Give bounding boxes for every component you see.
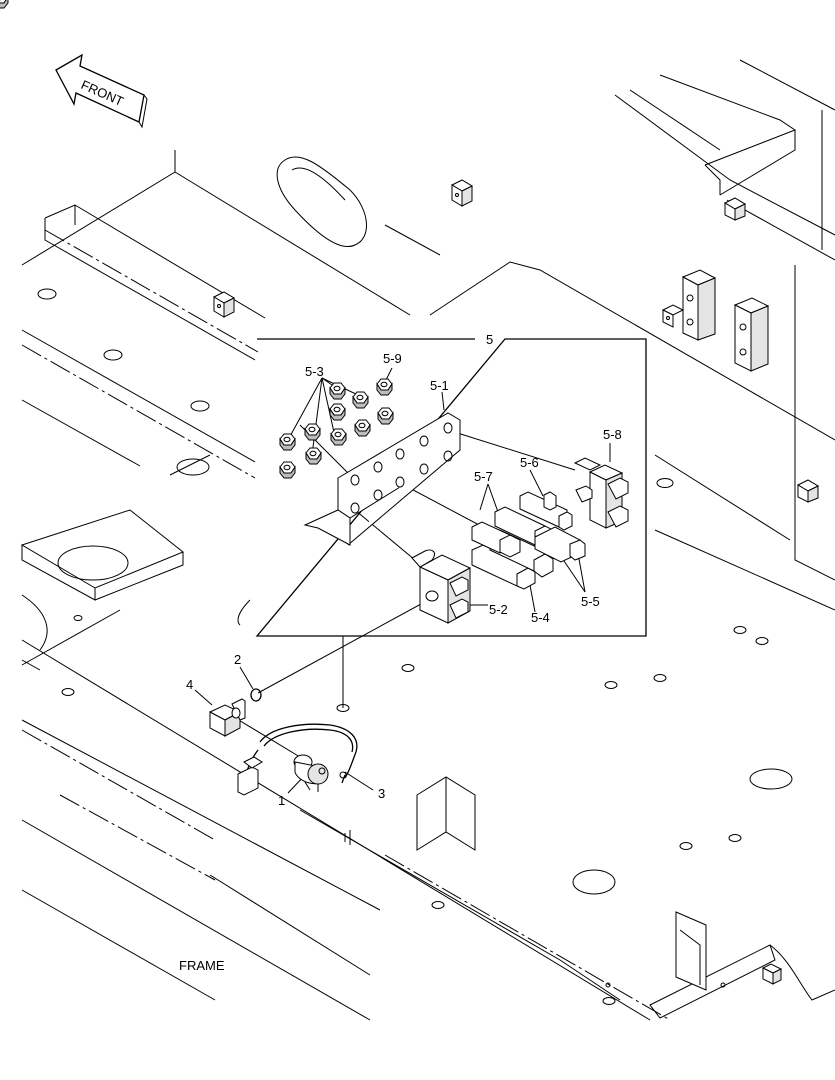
callout-2: 2: [234, 652, 241, 667]
callout-1: 1: [278, 793, 285, 808]
callout-5-5: 5-5: [581, 594, 600, 609]
leader-lines: [194, 367, 611, 794]
callout-5-3: 5-3: [305, 364, 324, 379]
bolt-block-top: [450, 179, 474, 207]
callout-5-7: 5-7: [474, 469, 493, 484]
callout-5-4: 5-4: [531, 610, 550, 625]
callout-5-9: 5-9: [383, 351, 402, 366]
callout-4: 4: [186, 677, 193, 692]
frame-holes: [61, 626, 793, 1005]
mount-bracket-right-1: [661, 269, 717, 341]
lower-right-bracket: [649, 911, 835, 1019]
callout-3: 3: [378, 786, 385, 801]
callout-5-1: 5-1: [430, 378, 449, 393]
front-direction-arrow: FRONT: [55, 53, 148, 129]
part-5-1-manifold-plate: [303, 412, 461, 546]
part-4-adapter: [208, 698, 246, 737]
front-label: FRONT: [79, 77, 126, 109]
bolt-block-left: [212, 291, 236, 318]
frame-outline: [20, 59, 835, 1021]
bolt-block-right-mid: [796, 479, 820, 503]
callout-5-8: 5-8: [603, 427, 622, 442]
part-1-pressure-switch: [237, 723, 358, 796]
callout-5-2: 5-2: [489, 602, 508, 617]
callout-labels: 5 5-3 5-9 5-1 5-8 5-6 5-7 5-2 5-4 5-5 2 …: [179, 332, 622, 973]
mount-bracket-right-2: [733, 297, 770, 372]
part-5-8-tee-fitting: [573, 457, 629, 529]
callout-5-6: 5-6: [520, 455, 539, 470]
part-5-2-valve-block: [411, 549, 472, 624]
frame-label: FRAME: [179, 958, 225, 973]
part-5-3-nuts: [0, 0, 394, 479]
callout-5: 5: [486, 332, 493, 347]
fittings-5-4-to-5-7: [471, 491, 586, 590]
part-2-o-ring: [250, 688, 262, 702]
angle-bracket: [416, 776, 476, 851]
bolt-block-right-top: [723, 197, 747, 221]
